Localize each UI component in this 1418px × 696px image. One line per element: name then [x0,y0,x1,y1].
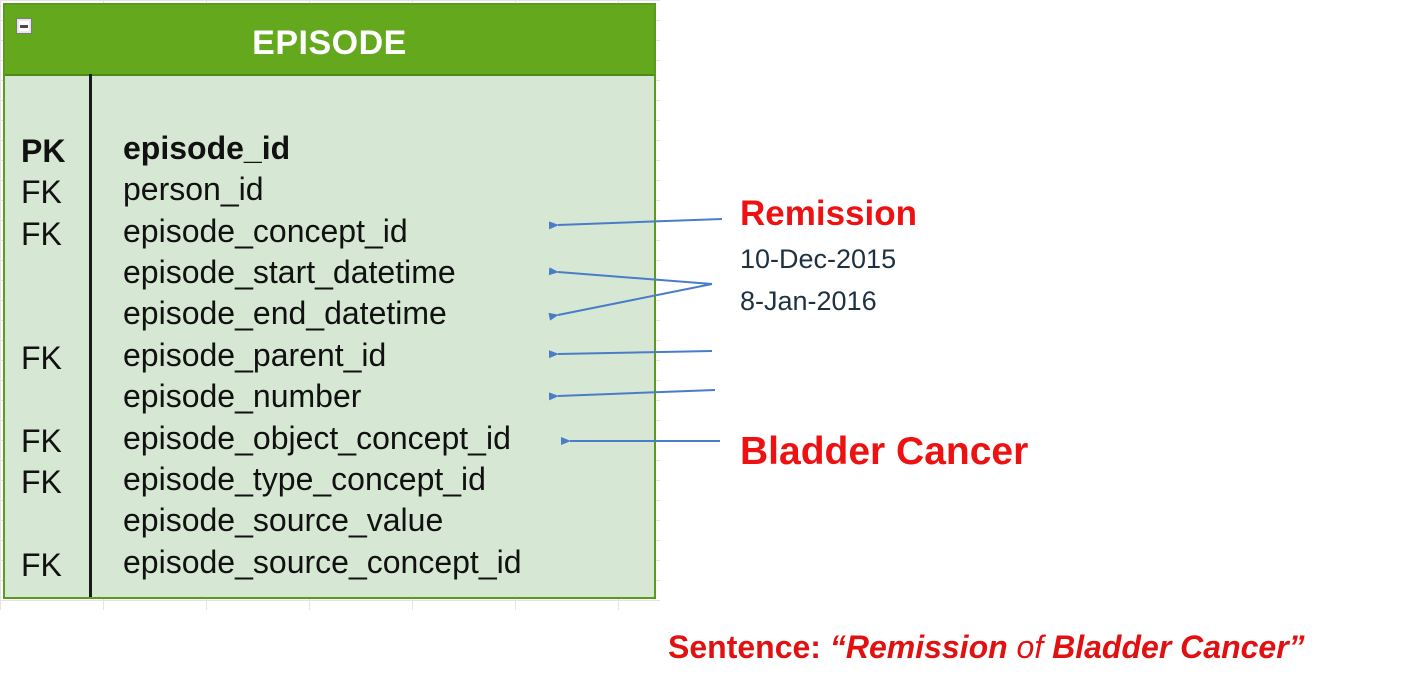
field-name: episode_source_value [123,502,444,538]
start-date-label: 10-Dec-2015 [740,244,897,274]
key-label: FK [21,340,62,376]
field-name: episode_number [123,378,362,414]
entity-title: EPISODE [252,24,407,62]
sentence-word-bladder-cancer: Bladder Cancer [1052,629,1289,665]
field-name: episode_parent_id [123,337,387,373]
sentence-caption: Sentence: “Remission of Bladder Cancer” [668,629,1305,666]
key-label: PK [21,133,66,169]
key-label: FK [21,547,62,583]
field-name: episode_id [123,130,291,166]
key-label: FK [21,464,62,500]
key-label: FK [21,216,62,252]
key-column-divider [89,74,92,597]
field-name: episode_concept_id [123,213,408,249]
field-name: episode_object_concept_id [123,420,511,456]
remission-label: Remission [740,194,917,233]
bladder-cancer-label: Bladder Cancer [740,430,1029,473]
field-name: episode_end_datetime [123,295,447,331]
open-quote: “ [829,629,846,665]
arrow-episode-number [548,389,716,401]
sentence-prefix: Sentence: [668,629,821,665]
arrow-parent-id [548,350,713,359]
arrow-start-date [548,267,713,285]
key-label: FK [21,423,62,459]
field-name: episode_source_concept_id [123,544,522,580]
entity-box: EPISODE PK episode_id FK person_id FK ep… [3,3,656,599]
field-name: person_id [123,171,264,207]
sentence-text: “Remission of Bladder Cancer” [830,629,1305,665]
entity-header: EPISODE [5,5,654,76]
close-quote: ” [1288,629,1305,665]
field-name: episode_start_datetime [123,254,456,290]
sentence-connector: of [1016,629,1044,665]
sentence-word-remission: Remission [845,629,1008,665]
key-label: FK [21,174,62,210]
arrow-end-date [548,283,713,321]
collapse-icon[interactable] [16,18,32,34]
arrow-remission [548,218,723,230]
field-name: episode_type_concept_id [123,461,486,497]
end-date-label: 8-Jan-2016 [740,286,877,316]
